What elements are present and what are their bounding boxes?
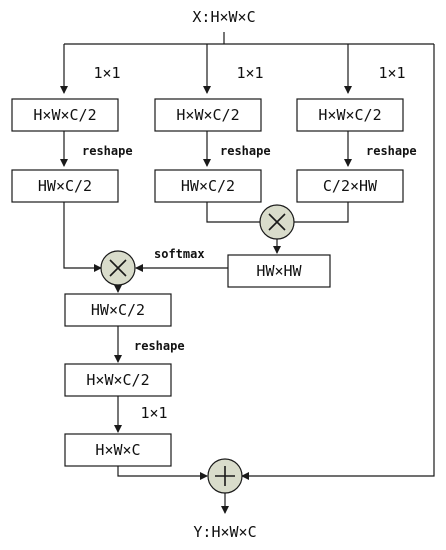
attention-map-box-text: HW×HW [256, 262, 302, 280]
branch-2-box-top-text: H×W×C/2 [176, 106, 239, 124]
branch-2-reshape-label: reshape [220, 144, 271, 158]
reshaped-back-box [64, 363, 172, 397]
softmax-label: softmax [154, 247, 205, 261]
final-to-add-wire [117, 466, 208, 480]
branch-3-box-top [296, 98, 404, 132]
bottom-conv-label: 1×1 [140, 404, 167, 422]
branch-1-box-top-text: H×W×C/2 [33, 106, 96, 124]
branch-3-to-multiply-wire [294, 202, 349, 223]
attention-map-box [227, 254, 331, 288]
branch-1-box-reshaped-text: HW×C/2 [38, 177, 92, 195]
branch-1-box-reshaped [11, 169, 119, 203]
weighted-features-box-text: HW×C/2 [91, 301, 145, 319]
branch-3-conv-label: 1×1 [378, 64, 405, 82]
final-features-box-text: H×W×C [95, 441, 140, 459]
branch-2-conv-label: 1×1 [236, 64, 263, 82]
output-label: Y:H×W×C [193, 523, 256, 541]
bottom-reshape-label: reshape [134, 339, 185, 353]
branch-2-box-reshaped-text: HW×C/2 [181, 177, 235, 195]
branch-1-box-top [11, 98, 119, 132]
branch-3-box-top-text: H×W×C/2 [318, 106, 381, 124]
branch-2-box-top [154, 98, 262, 132]
branch-2-to-multiply-wire [206, 202, 260, 223]
multiply-symbol-1 [268, 213, 286, 231]
reshaped-back-box-text: H×W×C/2 [86, 371, 149, 389]
residual-wire [241, 44, 435, 480]
branch-1-reshape-label: reshape [82, 144, 133, 158]
branch-3-box-reshaped-text: C/2×HW [323, 177, 378, 195]
weighted-features-box [64, 293, 172, 327]
branch-3-box-reshaped [296, 169, 404, 203]
branch-2-box-reshaped [154, 169, 262, 203]
branch-1-conv-label: 1×1 [93, 64, 120, 82]
input-label: X:H×W×C [192, 8, 255, 26]
multiply-symbol-2 [109, 259, 127, 277]
branch-3-reshape-label: reshape [366, 144, 417, 158]
final-features-box [64, 433, 172, 467]
branch-1-to-multiply-wire [63, 202, 102, 272]
add-symbol [215, 466, 235, 486]
